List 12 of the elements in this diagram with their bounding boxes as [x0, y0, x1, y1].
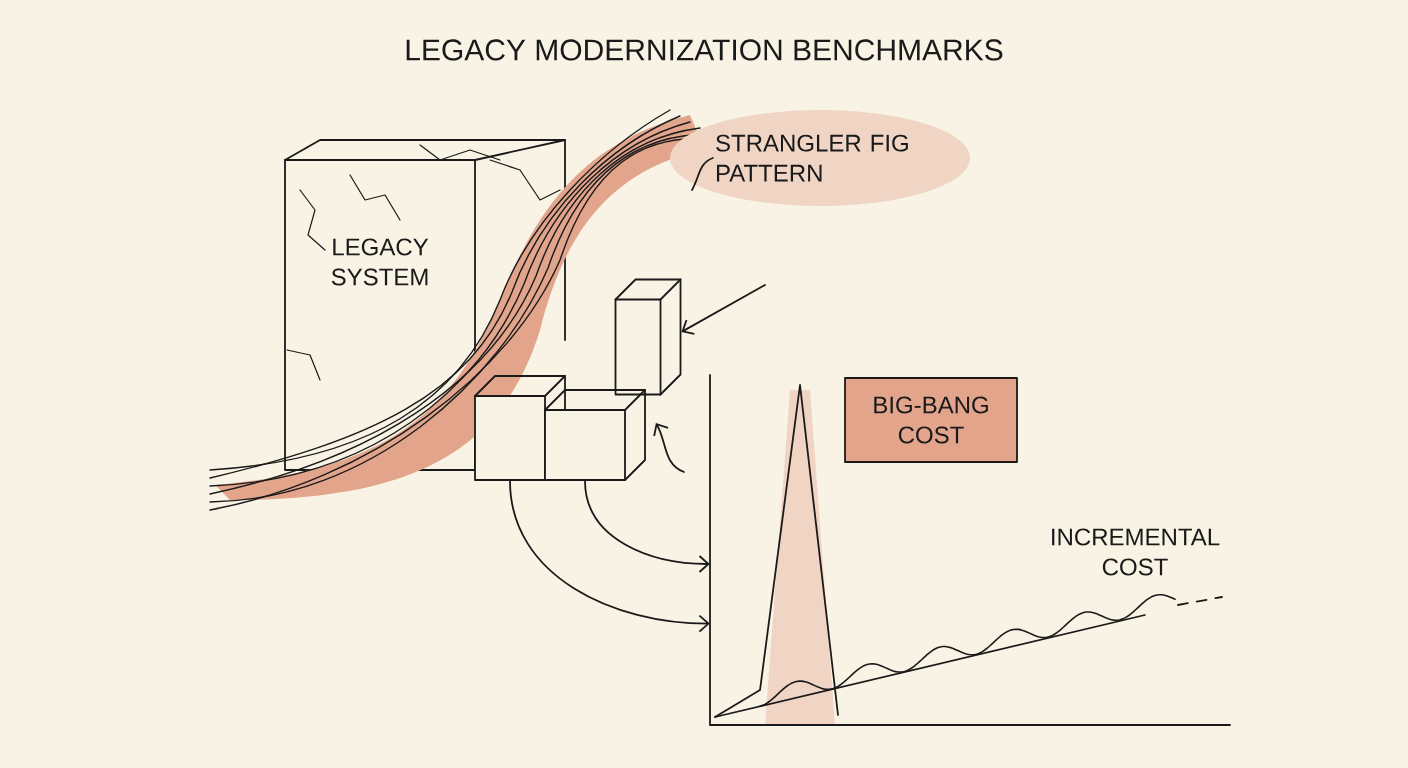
- cube: [544, 389, 646, 481]
- cost-label-box: BIG-BANG COST: [844, 377, 1018, 463]
- callout-text: STRANGLER FIG PATTERN: [670, 110, 970, 206]
- title: LEGACY MODERNIZATION BENCHMARKS: [406, 39, 1003, 61]
- cost-chart-drawing: [709, 374, 1231, 726]
- arrow: [653, 423, 685, 473]
- arrow: [509, 480, 710, 633]
- cube: [614, 278, 682, 396]
- arrow: [681, 284, 766, 335]
- leader-line: [691, 157, 714, 191]
- arrow: [584, 480, 710, 573]
- chart-label: INCREMENTAL COST: [1052, 528, 1220, 576]
